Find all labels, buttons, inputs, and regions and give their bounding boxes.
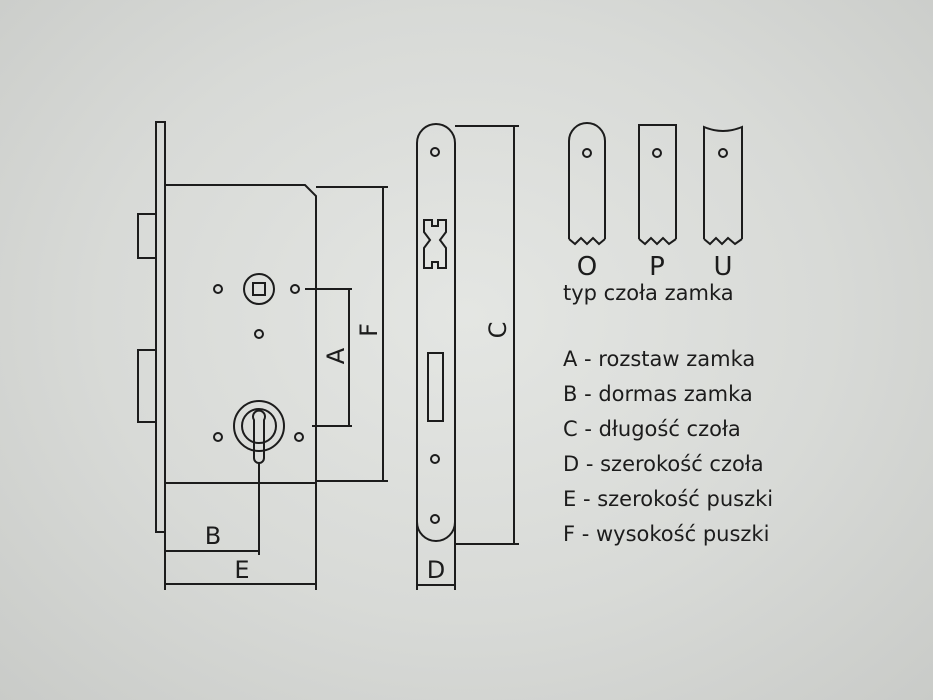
bolt-opening	[427, 352, 444, 422]
dimension-a-label: A	[322, 347, 350, 364]
legend-item-d: D - szerokość czoła	[563, 452, 764, 476]
screw-hole	[294, 432, 304, 442]
faceplate-screw-hole	[430, 147, 440, 157]
spindle-square	[252, 282, 266, 296]
latch-opening	[423, 219, 447, 269]
legend-item-b: B - dormas zamka	[563, 382, 753, 406]
lock-case-outline	[165, 184, 317, 484]
screw-hole	[213, 432, 223, 442]
dead-bolt	[137, 349, 157, 423]
faceplate-screw-hole	[430, 454, 440, 464]
faceplate-types: O P U	[568, 122, 743, 282]
cylinder-rosette	[233, 400, 285, 452]
screw-hole	[254, 329, 264, 339]
legend-item-c: C - długość czoła	[563, 417, 741, 441]
faceplate-type-u-label: U	[713, 252, 732, 282]
cylinder-keyhole	[252, 409, 266, 464]
screw-hole	[290, 284, 300, 294]
faceplate-front-view: C D	[416, 123, 519, 590]
lock-body-view: A F B E	[137, 121, 388, 590]
lock-faceplate-strip	[155, 121, 166, 533]
dimension-c-label: C	[484, 322, 512, 339]
dimension-legend: A - rozstaw zamka B - dormas zamka C - d…	[563, 342, 773, 552]
dimension-e-label: E	[234, 556, 249, 584]
faceplate-type-u-shape	[703, 125, 743, 239]
legend-item-a: A - rozstaw zamka	[563, 347, 756, 371]
faceplate-screw-hole	[430, 514, 440, 524]
faceplate-type-o-label: O	[577, 252, 597, 282]
legend-item-e: E - szerokość puszki	[563, 487, 774, 511]
faceplate-outline	[416, 123, 456, 542]
faceplate-type-o-shape	[568, 122, 606, 239]
faceplate-type-p-label: P	[649, 252, 665, 282]
faceplate-type-p-shape	[638, 124, 677, 239]
screw-hole	[213, 284, 223, 294]
dimension-f-label: F	[355, 323, 383, 337]
spindle-hub	[243, 273, 275, 305]
legend-item-f: F - wysokość puszki	[563, 522, 770, 546]
latch-bolt	[137, 213, 157, 259]
cylinder-ring	[241, 408, 277, 444]
dimension-d-label: D	[427, 556, 445, 584]
dimension-b-label: B	[205, 522, 221, 550]
faceplate-type-caption: typ czoła zamka	[563, 281, 734, 305]
